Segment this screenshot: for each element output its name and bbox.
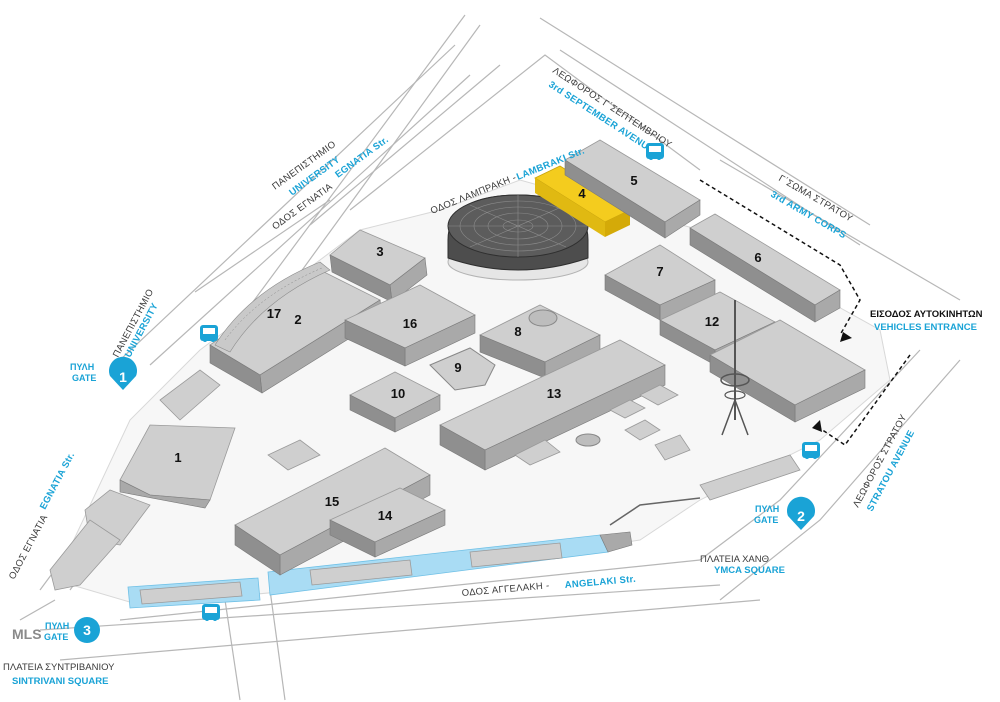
arrow-icon — [840, 332, 852, 342]
small-pavilions — [267, 384, 691, 471]
tower-hall[interactable] — [709, 319, 866, 423]
mls-label: MLS — [12, 626, 42, 642]
bus-icon — [802, 442, 820, 459]
building-12-number: 12 — [705, 314, 719, 329]
gate-3-label-gr: ΠΥΛΗ — [45, 621, 69, 631]
building-14-number: 14 — [378, 508, 393, 523]
building-16[interactable]: 16 — [344, 284, 476, 367]
building-5[interactable]: 5 — [564, 139, 701, 239]
egnatia-left-label-en: EGNATIA Str. — [38, 450, 77, 511]
building-5-number: 5 — [630, 173, 637, 188]
gate-marker-icon — [74, 617, 100, 643]
building-1-number: 1 — [174, 450, 181, 465]
building-10-number: 10 — [391, 386, 405, 401]
building-8-number: 8 — [514, 324, 521, 339]
building-15-number: 15 — [325, 494, 339, 509]
building-3[interactable]: 3 — [329, 229, 428, 303]
building-9-number: 9 — [454, 360, 461, 375]
gate-2-number: 2 — [797, 508, 805, 524]
ymca-square-label-en: YMCA SQUARE — [714, 565, 785, 576]
building-6-number: 6 — [754, 250, 761, 265]
gate-1[interactable]: ΠΥΛΗ GATE 1 — [70, 356, 137, 390]
september-label-gr: ΛΕΩΦΟΡΟΣ Γ΄ΣΕΠΤΕΜΒΡΙΟΥ — [550, 65, 674, 151]
sintrivani-square-label-en: SINTRIVANI SQUARE — [12, 676, 108, 687]
building-2-number: 2 — [294, 312, 301, 327]
ymca-square-label-gr: ΠΛΑΤΕΙΑ ΧΑΝΘ — [700, 554, 769, 565]
gate-3[interactable]: MLS ΠΥΛΗ GATE 3 — [12, 617, 100, 643]
building-8[interactable]: 8 — [479, 304, 601, 379]
building-7-number: 7 — [656, 264, 663, 279]
building-13-number: 13 — [547, 386, 561, 401]
gate-marker-icon — [787, 496, 815, 530]
vehicles-entrance-label-en: VEHICLES ENTRANCE — [874, 322, 977, 333]
gate-2-structure — [609, 454, 801, 526]
building-13[interactable]: 13 — [439, 339, 666, 471]
bus-stops — [200, 143, 820, 621]
vehicles-entrance: ΕΙΣΟΔΟΣ ΑΥΤΟΚΙΝΗΤΩΝ VEHICLES ENTRANCE — [870, 309, 983, 333]
building-3-number: 3 — [376, 244, 383, 259]
building-14[interactable]: 14 — [329, 487, 446, 558]
building-1[interactable]: 1 — [49, 369, 236, 591]
dome-arena[interactable] — [447, 194, 589, 281]
bus-icon — [202, 604, 220, 621]
sintrivani-square-label-gr: ΠΛΑΤΕΙΑ ΣΥΝΤΡΙΒΑΝΙΟΥ — [3, 662, 115, 673]
ymca-square: ΠΛΑΤΕΙΑ ΧΑΝΘ YMCA SQUARE — [700, 554, 785, 576]
gate-3-number: 3 — [83, 622, 91, 638]
ote-tower[interactable] — [720, 300, 750, 436]
bus-icon — [200, 325, 218, 342]
gate-1-label-en: GATE — [72, 373, 96, 383]
egnatia-left-label-gr: ΟΔΟΣ ΕΓΝΑΤΙΑ — [7, 513, 51, 582]
building-17[interactable]: 17 — [214, 261, 331, 353]
gate-marker-icon — [109, 356, 137, 390]
gate-1-number: 1 — [119, 369, 127, 385]
sintrivani-square: ΠΛΑΤΕΙΑ ΣΥΝΤΡΙΒΑΝΙΟΥ SINTRIVANI SQUARE — [3, 662, 115, 687]
building-17-number: 17 — [267, 306, 281, 321]
building-4-number: 4 — [578, 186, 586, 201]
building-6[interactable]: 6 — [689, 213, 841, 323]
vehicles-entrance-label-gr: ΕΙΣΟΔΟΣ ΑΥΤΟΚΙΝΗΤΩΝ — [870, 309, 983, 320]
gate-3-label-en: GATE — [44, 632, 68, 642]
building-10[interactable]: 10 — [349, 371, 441, 433]
building-7[interactable]: 7 — [604, 244, 716, 321]
building-9[interactable]: 9 — [429, 347, 496, 391]
gate-2-label-gr: ΠΥΛΗ — [755, 504, 779, 514]
water-structures — [139, 531, 633, 605]
gate-2-label-en: GATE — [754, 515, 778, 525]
vehicles-route — [699, 179, 911, 447]
arrow-icon — [812, 420, 822, 432]
gate-2[interactable]: ΠΥΛΗ GATE 2 — [754, 496, 815, 530]
building-16-number: 16 — [403, 316, 417, 331]
gate-1-label-gr: ΠΥΛΗ — [70, 362, 94, 372]
building-4[interactable]: 4 — [534, 165, 631, 237]
bus-icon — [646, 143, 664, 160]
angelaki-label-en: ANGELAKI Str. — [564, 574, 636, 591]
